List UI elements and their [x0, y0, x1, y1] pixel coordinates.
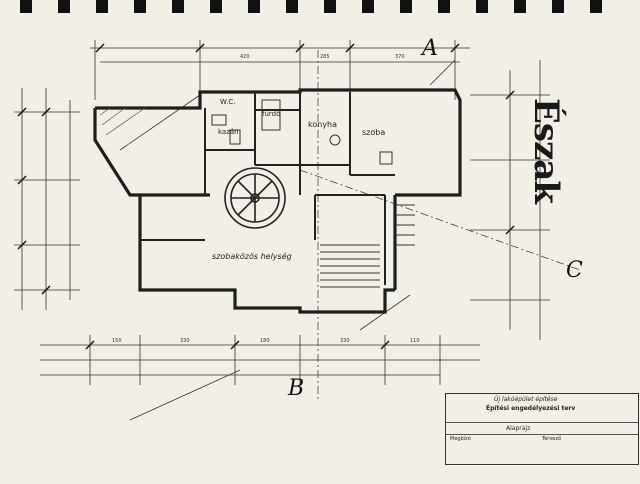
- binding-hole: [58, 0, 70, 13]
- binding-hole: [476, 0, 488, 13]
- room-label-wc: W.C.: [220, 98, 236, 106]
- section-mark-b: B: [288, 376, 305, 401]
- binding-hole: [96, 0, 108, 13]
- bay-window-hatch: [99, 107, 146, 136]
- binding-hole: [514, 0, 526, 13]
- section-mark-c: C: [566, 258, 583, 283]
- binding-hole: [210, 0, 222, 13]
- spiral-staircase: [224, 167, 286, 229]
- binding-hole: [438, 0, 450, 13]
- svg-text:110: 110: [410, 338, 420, 344]
- exterior-walls: [93, 88, 462, 314]
- binding-hole: [248, 0, 260, 13]
- title-line-3: Alaprajz: [506, 425, 531, 432]
- title-block: Új lakóépület építése Építési engedélyez…: [445, 393, 639, 465]
- svg-text:420: 420: [240, 54, 250, 60]
- binding-hole: [134, 0, 146, 13]
- stair-treads: [320, 204, 415, 288]
- room-label-konyha: konyha: [308, 120, 338, 129]
- binding-hole: [324, 0, 336, 13]
- binding-hole: [286, 0, 298, 13]
- binding-hole: [552, 0, 564, 13]
- dimension-text: 150 330 180 330 110 420 285 370: [112, 54, 420, 344]
- binding-hole: [172, 0, 184, 13]
- binding-hole: [20, 0, 32, 13]
- svg-text:150: 150: [112, 338, 122, 344]
- label-tervezo: Tervező: [542, 436, 562, 442]
- room-label-kazan: kazán: [218, 128, 239, 136]
- binding-hole: [362, 0, 374, 13]
- svg-text:285: 285: [320, 54, 330, 60]
- svg-text:330: 330: [340, 338, 350, 344]
- interior-walls: [140, 92, 395, 285]
- label-megbizo: Megbízó: [450, 436, 471, 442]
- svg-text:180: 180: [260, 338, 270, 344]
- north-label: Észak: [526, 98, 566, 203]
- room-label-nappali: szobaközös helység: [212, 252, 292, 261]
- dimension-lines: [14, 40, 550, 421]
- binding-hole: [590, 0, 602, 13]
- title-line-2: Építési engedélyezési terv: [486, 405, 576, 412]
- room-label-furdo: fürdő: [262, 110, 281, 118]
- svg-text:330: 330: [180, 338, 190, 344]
- room-label-szoba: szoba: [362, 128, 386, 137]
- svg-text:370: 370: [395, 54, 405, 60]
- dimension-ticks: [17, 43, 515, 350]
- binding-hole: [400, 0, 412, 13]
- title-line-1: Új lakóépület építése: [494, 396, 558, 403]
- section-mark-a: A: [422, 36, 438, 61]
- fixtures: [211, 99, 393, 165]
